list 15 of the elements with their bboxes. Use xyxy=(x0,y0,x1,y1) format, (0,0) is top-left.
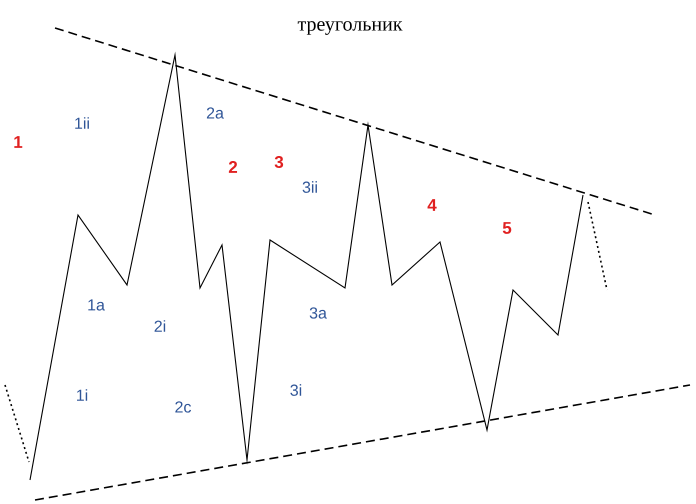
wave-number: 2 xyxy=(228,161,238,173)
wave-label: 3i xyxy=(290,384,302,396)
title: треугольник xyxy=(298,21,403,35)
wave-label: 2a xyxy=(206,107,224,119)
wave-label: 1ii xyxy=(75,117,89,129)
wave-label: 1a xyxy=(88,299,105,311)
wave-label: 3ii xyxy=(302,181,317,193)
wave-label: 2c xyxy=(175,401,192,413)
wave-number: 5 xyxy=(502,222,512,234)
wave-label: 2i xyxy=(154,320,166,332)
wave-label: 1i xyxy=(77,389,88,401)
wave-number: 3 xyxy=(274,156,284,168)
wave-number: 1 xyxy=(14,136,22,148)
wave-label: 3a xyxy=(310,307,327,319)
wave-number: 4 xyxy=(428,199,437,211)
